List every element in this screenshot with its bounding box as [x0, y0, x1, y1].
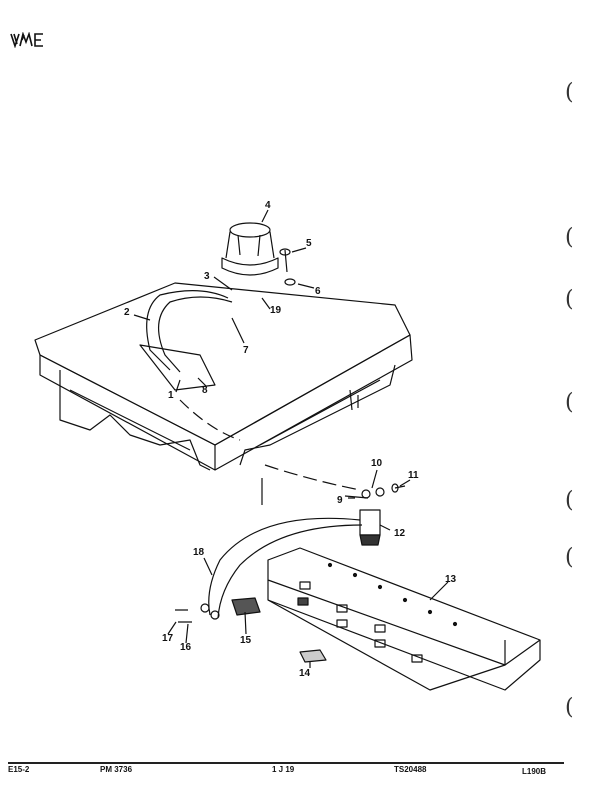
callout-10: 10: [371, 458, 383, 469]
callout-5: 5: [306, 238, 312, 249]
callout-11: 11: [408, 470, 419, 481]
callout-9: 9: [337, 495, 343, 506]
footer-publication: PM 3736: [100, 765, 133, 774]
footer-model: L190B: [522, 767, 547, 776]
beacon-switch: [344, 483, 406, 546]
binder-hole-mark: (: [565, 695, 574, 720]
binder-hole-mark: (: [565, 80, 574, 105]
leader-lines: [133, 209, 449, 668]
callout-18: 18: [193, 547, 205, 558]
callout-13: 13: [445, 574, 457, 585]
callout-19: 19: [270, 305, 282, 316]
beacon-bolts: [279, 248, 296, 286]
switch-panel: [267, 547, 541, 691]
panel-harness: [208, 517, 363, 619]
harness-connector: [175, 597, 261, 623]
callout-6: 6: [315, 286, 321, 297]
footer-drawing-number: TS20488: [394, 765, 427, 774]
callout-15: 15: [240, 635, 252, 646]
callout-2: 2: [124, 307, 130, 318]
binder-hole-mark: (: [565, 390, 574, 415]
binder-hole-mark: (: [565, 488, 574, 513]
binder-hole-mark: (: [565, 287, 574, 312]
callout-4: 4: [265, 200, 271, 211]
cab-roof: [34, 282, 413, 471]
callout-16: 16: [180, 642, 192, 653]
callout-7: 7: [243, 345, 249, 356]
callout-14: 14: [299, 668, 311, 679]
binder-hole-mark: (: [565, 545, 574, 570]
vme-logo: [10, 31, 46, 53]
callout-1: 1: [168, 390, 174, 401]
callout-8: 8: [202, 385, 208, 396]
wiring-harness: [139, 290, 361, 505]
binder-hole-mark: (: [565, 225, 574, 250]
beacon-lamp: [221, 222, 279, 276]
callout-3: 3: [204, 271, 210, 282]
footer-rule: [8, 762, 564, 764]
footer-section: E15-2: [8, 765, 30, 774]
callout-17: 17: [162, 633, 174, 644]
warning-label-part: [299, 649, 327, 663]
callout-12: 12: [394, 528, 406, 539]
footer-microfiche: 1 J 19: [272, 765, 295, 774]
